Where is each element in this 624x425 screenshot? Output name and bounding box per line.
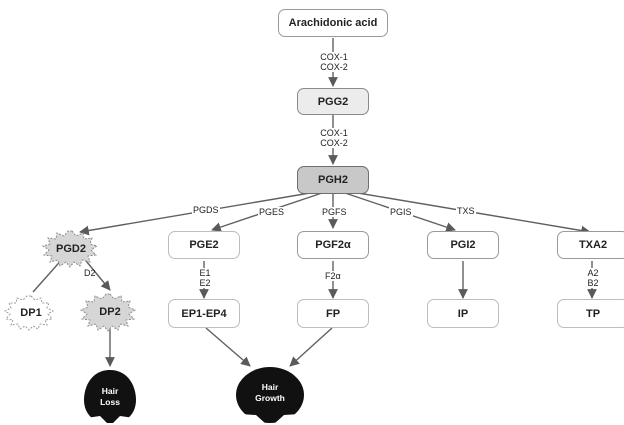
pgd2-star-shape xyxy=(41,230,99,268)
node-pgg2-label: PGG2 xyxy=(317,95,349,108)
node-pge2: PGE2 xyxy=(168,231,240,259)
edge-label-pgds: PGDS xyxy=(192,205,220,215)
node-pgf2a-label: PGF2α xyxy=(315,239,351,251)
hair-loss-line1: Hair xyxy=(101,386,119,396)
edge-label-cox2-b: COX-2 xyxy=(320,138,348,148)
hair-loss-shape xyxy=(84,370,136,425)
edge-ep-hairgrowth xyxy=(205,327,251,367)
node-dp2-label: DP2 xyxy=(99,306,121,318)
hair-growth-line1: Hair xyxy=(261,382,279,392)
node-txa2: TXA2 xyxy=(557,231,624,259)
edge-label-a2: A2 xyxy=(587,268,599,278)
node-pgh2: PGH2 xyxy=(297,166,369,194)
edge-label-e2: E2 xyxy=(199,278,211,288)
edge-label-pgis: PGIS xyxy=(389,207,413,217)
node-hair-loss: Hair Loss xyxy=(88,382,132,412)
node-dp1: DP1 xyxy=(10,302,52,324)
node-pgd2-label: PGD2 xyxy=(56,243,86,255)
edge-label-pgfs: PGFS xyxy=(321,207,348,217)
node-fp: FP xyxy=(297,299,369,328)
dp2-star-shape xyxy=(79,293,137,332)
node-txa2-label: TXA2 xyxy=(578,239,608,251)
edge-label-f2a: F2α xyxy=(324,271,342,281)
node-dp2: DP2 xyxy=(88,301,132,323)
node-tp: TP xyxy=(557,299,624,328)
edge-label-b2: B2 xyxy=(587,278,599,288)
edge-fp-hairgrowth xyxy=(289,327,333,367)
node-pgh2-label: PGH2 xyxy=(318,174,348,186)
node-dp1-label: DP1 xyxy=(20,307,42,319)
edge-label-e1: E1 xyxy=(199,268,211,278)
node-pgd2: PGD2 xyxy=(42,238,100,260)
edge-label-e: E1 E2 xyxy=(196,268,214,288)
edge-label-cox-first: COX-1 COX-2 xyxy=(317,52,351,72)
edge-label-pges: PGES xyxy=(258,207,286,217)
edge-label-d2: D2 xyxy=(84,268,96,278)
edge-label-a: A2 B2 xyxy=(583,268,603,288)
node-pge2-label: PGE2 xyxy=(189,239,219,251)
hair-loss-line2: Loss xyxy=(100,397,120,407)
hair-growth-line2: Growth xyxy=(255,393,285,403)
edge-label-cox1-b: COX-1 xyxy=(320,128,348,138)
node-tp-label: TP xyxy=(585,307,601,320)
node-fp-label: FP xyxy=(325,307,341,320)
dp1-star-shape xyxy=(3,295,55,331)
node-hair-growth: Hair Growth xyxy=(244,378,296,408)
node-ip-label: IP xyxy=(457,307,469,320)
node-ep: EP1-EP4 xyxy=(168,299,240,328)
node-arachidonic-acid: Arachidonic acid xyxy=(278,9,388,37)
edge-label-txs: TXS xyxy=(456,206,476,216)
node-pgg2: PGG2 xyxy=(297,88,369,115)
hair-growth-shape xyxy=(236,367,304,425)
node-pgf2a: PGF2α xyxy=(297,231,369,259)
node-pgi2-label: PGI2 xyxy=(450,239,476,251)
node-ip: IP xyxy=(427,299,499,328)
edge-label-cox1-a: COX-1 xyxy=(320,52,348,62)
node-pgi2: PGI2 xyxy=(427,231,499,259)
node-ep-label: EP1-EP4 xyxy=(181,307,227,320)
edge-label-cox-second: COX-1 COX-2 xyxy=(317,128,351,148)
node-arachidonic-acid-label: Arachidonic acid xyxy=(288,17,378,29)
edge-label-cox2-a: COX-2 xyxy=(320,62,348,72)
